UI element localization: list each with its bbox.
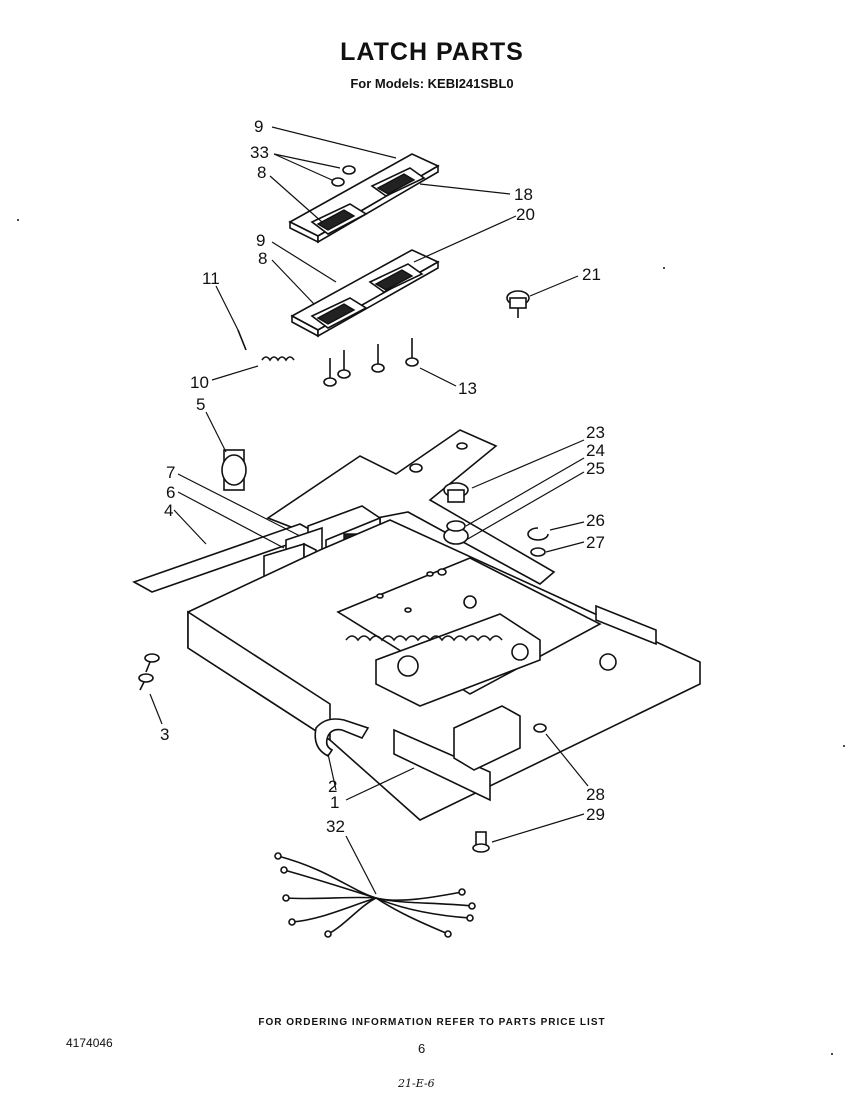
callout-3: 3 xyxy=(160,725,169,744)
callout-25: 25 xyxy=(586,459,605,478)
clip-26 xyxy=(527,527,549,541)
callout-7: 7 xyxy=(166,463,175,482)
callout-33: 33 xyxy=(250,143,269,162)
upper-switch-bracket xyxy=(288,153,440,244)
top-strap-bracket xyxy=(266,429,556,585)
screws-3 xyxy=(138,653,160,691)
page-title: LATCH PARTS xyxy=(340,38,524,66)
model-subtitle: For Models: KEBI241SBL0 xyxy=(350,76,514,91)
lower-switch-bracket xyxy=(290,249,440,338)
callout-24: 24 xyxy=(586,441,605,460)
speck xyxy=(663,267,665,269)
callout-8-lower: 8 xyxy=(258,249,267,268)
document-number: 4174046 xyxy=(66,1036,113,1050)
screws-13 xyxy=(323,338,419,387)
callout-11: 11 xyxy=(202,269,220,288)
callout-29: 29 xyxy=(586,805,605,824)
callout-8-upper: 8 xyxy=(257,163,266,182)
callout-10: 10 xyxy=(190,373,209,392)
speck xyxy=(831,1053,833,1055)
leader-lines xyxy=(149,126,589,895)
callout-26: 26 xyxy=(586,511,605,530)
callout-9-upper: 9 xyxy=(254,117,263,136)
cam-5 xyxy=(221,449,247,491)
callout-28: 28 xyxy=(586,785,605,804)
wire-harness-32 xyxy=(274,852,476,938)
callout-1: 1 xyxy=(330,793,339,812)
callout-23: 23 xyxy=(586,423,605,442)
callout-13: 13 xyxy=(458,379,477,398)
speck xyxy=(843,745,845,747)
base-plate-1 xyxy=(187,519,701,821)
callout-27: 27 xyxy=(586,533,605,552)
callout-9-lower: 9 xyxy=(256,231,265,250)
washer-27 xyxy=(530,547,546,557)
callout-5: 5 xyxy=(196,395,205,414)
ordering-note: FOR ORDERING INFORMATION REFER TO PARTS … xyxy=(258,1017,606,1028)
knob-21 xyxy=(506,290,530,318)
handwritten-date: 21-E-6 xyxy=(398,1077,435,1090)
callout-labels: 9 33 8 18 20 9 8 11 21 10 13 5 23 24 25 … xyxy=(160,117,605,836)
callout-2: 2 xyxy=(328,777,337,796)
callout-32: 32 xyxy=(326,817,345,836)
callout-21: 21 xyxy=(582,265,601,284)
spring-10 xyxy=(261,356,295,362)
screw-29 xyxy=(472,831,490,853)
callout-18: 18 xyxy=(514,185,533,204)
pin-11 xyxy=(237,329,247,351)
page-number: 6 xyxy=(418,1041,426,1056)
callout-4: 4 xyxy=(164,501,173,520)
callout-6: 6 xyxy=(166,483,175,502)
speck xyxy=(17,219,19,221)
callout-20: 20 xyxy=(516,205,535,224)
